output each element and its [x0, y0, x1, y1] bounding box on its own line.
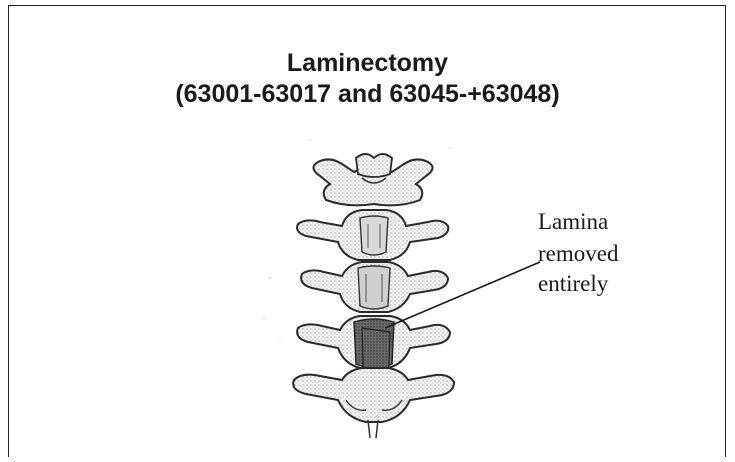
callout-label-line3: entirely — [538, 270, 608, 298]
slide-title: Laminectomy — [0, 48, 735, 79]
slide-subtitle-codes: (63001-63017 and 63045-+63048) — [0, 79, 735, 110]
vertebra-3 — [301, 262, 448, 312]
vertebra-2 — [297, 210, 448, 260]
callout-label-line2: removed — [538, 240, 618, 268]
callout-label-line1: Lamina — [538, 208, 608, 236]
vertebra-bottom — [293, 368, 454, 438]
spine-illustration — [250, 128, 480, 440]
vertebra-top — [313, 154, 432, 205]
